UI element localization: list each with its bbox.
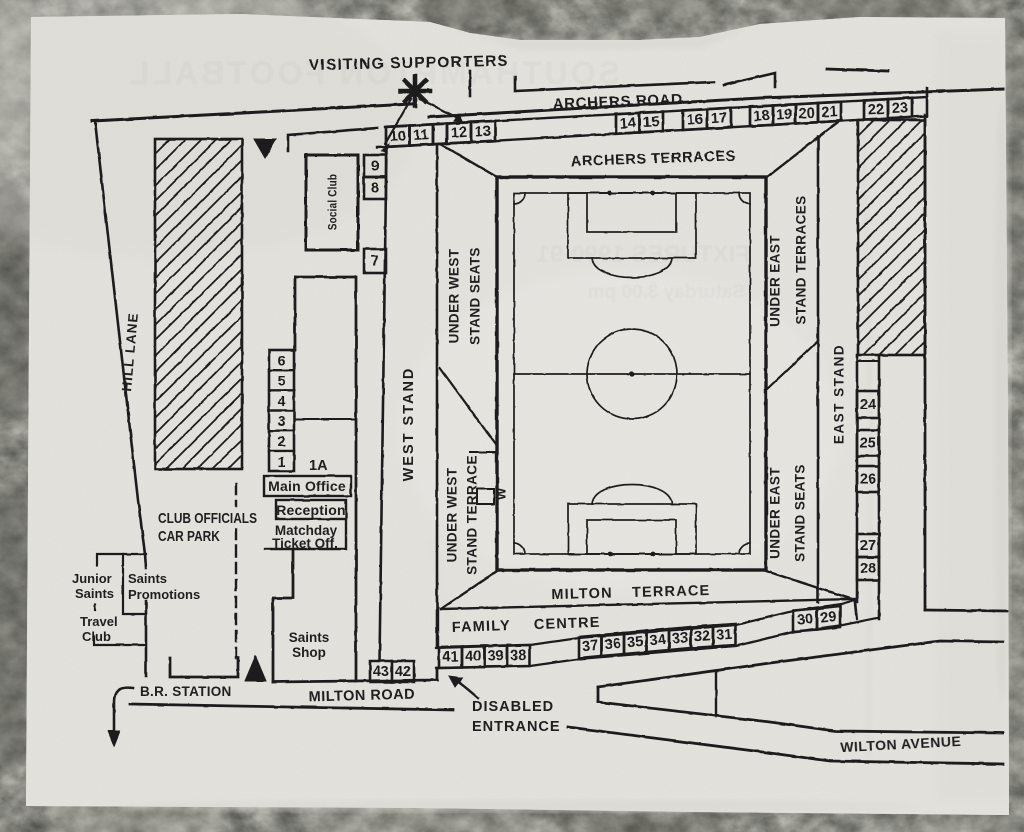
svg-text:VISITING SUPPORTERS: VISITING SUPPORTERS [309,53,510,74]
svg-text:Junior: Junior [72,571,112,586]
svg-text:Matchday: Matchday [275,523,338,538]
svg-text:40: 40 [465,649,481,665]
svg-text:38: 38 [510,648,526,664]
svg-text:1: 1 [278,453,286,469]
svg-text:CAR PARK: CAR PARK [158,528,220,544]
svg-text:MILTON ROAD: MILTON ROAD [308,687,415,706]
svg-text:Social Club: Social Club [326,174,339,230]
svg-text:18: 18 [753,108,770,125]
svg-text:25: 25 [860,436,876,452]
svg-text:43: 43 [373,664,389,680]
svg-text:11: 11 [413,127,429,144]
svg-text:EAST STAND: EAST STAND [832,344,847,444]
svg-text:39: 39 [488,648,504,664]
svg-text:Promotions: Promotions [128,587,200,602]
svg-text:DISABLED: DISABLED [472,699,554,715]
svg-text:26: 26 [860,472,876,488]
svg-text:10: 10 [389,128,406,145]
svg-text:Saints: Saints [128,571,167,586]
svg-text:32: 32 [693,628,710,645]
svg-text:UNDER WEST: UNDER WEST [445,467,460,562]
svg-text:STAND SEATS: STAND SEATS [468,247,483,345]
svg-text:3: 3 [278,413,286,429]
svg-text:Saturday 3.00 pm: Saturday 3.00 pm [588,282,745,303]
svg-text:Shop: Shop [292,645,326,660]
svg-text:WILTON AVENUE: WILTON AVENUE [840,733,962,755]
svg-text:Saints: Saints [75,586,114,601]
svg-text:23: 23 [891,100,908,117]
svg-text:24: 24 [860,397,876,413]
svg-text:ARCHERS TERRACES: ARCHERS TERRACES [571,148,737,170]
svg-text:MILTON TERRACE: MILTON TERRACE [551,583,711,603]
svg-text:33: 33 [671,630,689,647]
svg-text:B.R. STATION: B.R. STATION [140,684,232,699]
svg-text:1A: 1A [309,458,328,474]
svg-text:ARCHERS ROAD: ARCHERS ROAD [553,91,683,113]
svg-text:W: W [494,487,509,500]
svg-text:5: 5 [278,373,286,389]
svg-text:36: 36 [604,636,621,653]
svg-text:UNDER WEST: UNDER WEST [447,248,462,343]
svg-text:7: 7 [371,254,379,270]
svg-text:6: 6 [278,353,286,369]
svg-text:28: 28 [860,561,876,577]
svg-text:Club: Club [82,629,111,644]
svg-text:CLUB OFFICIALS: CLUB OFFICIALS [158,510,257,526]
svg-text:STAND SEATS: STAND SEATS [793,464,808,562]
svg-text:22: 22 [867,101,884,118]
svg-text:Ticket Off.: Ticket Off. [272,536,338,551]
svg-text:14: 14 [619,115,636,132]
svg-text:2: 2 [278,433,286,449]
svg-text:27: 27 [860,538,876,554]
svg-text:Saints: Saints [289,630,330,645]
svg-text:41: 41 [442,649,458,665]
svg-text:STAND TERRACE: STAND TERRACE [465,455,480,575]
svg-text:29: 29 [820,609,838,627]
svg-text:42: 42 [395,664,411,680]
svg-text:37: 37 [582,638,599,655]
svg-text:FAMILY CENTRE: FAMILY CENTRE [452,615,601,636]
svg-text:35: 35 [627,634,644,651]
svg-text:STAND TERRACES: STAND TERRACES [794,195,809,324]
svg-text:UNDER EAST: UNDER EAST [768,467,783,559]
svg-text:34: 34 [649,632,666,649]
svg-text:Travel: Travel [80,614,118,629]
svg-text:15: 15 [643,114,660,131]
svg-text:17: 17 [710,110,727,127]
svg-text:21: 21 [821,104,838,121]
svg-text:HILL LANE: HILL LANE [119,312,141,392]
svg-text:31: 31 [716,627,733,644]
svg-text:8: 8 [371,181,379,197]
svg-text:20: 20 [798,105,815,122]
svg-text:UNDER EAST: UNDER EAST [768,235,783,327]
svg-text:16: 16 [686,112,703,129]
svg-text:19: 19 [776,107,793,124]
svg-text:12: 12 [450,125,467,142]
svg-text:Main Office: Main Office [268,478,346,494]
svg-text:WEST STAND: WEST STAND [401,367,417,482]
svg-text:4: 4 [278,393,286,409]
svg-text:30: 30 [796,611,813,628]
svg-text:Reception: Reception [276,502,345,518]
svg-text:ENTRANCE: ENTRANCE [472,719,561,735]
svg-text:9: 9 [371,159,379,175]
svg-text:13: 13 [474,124,491,141]
